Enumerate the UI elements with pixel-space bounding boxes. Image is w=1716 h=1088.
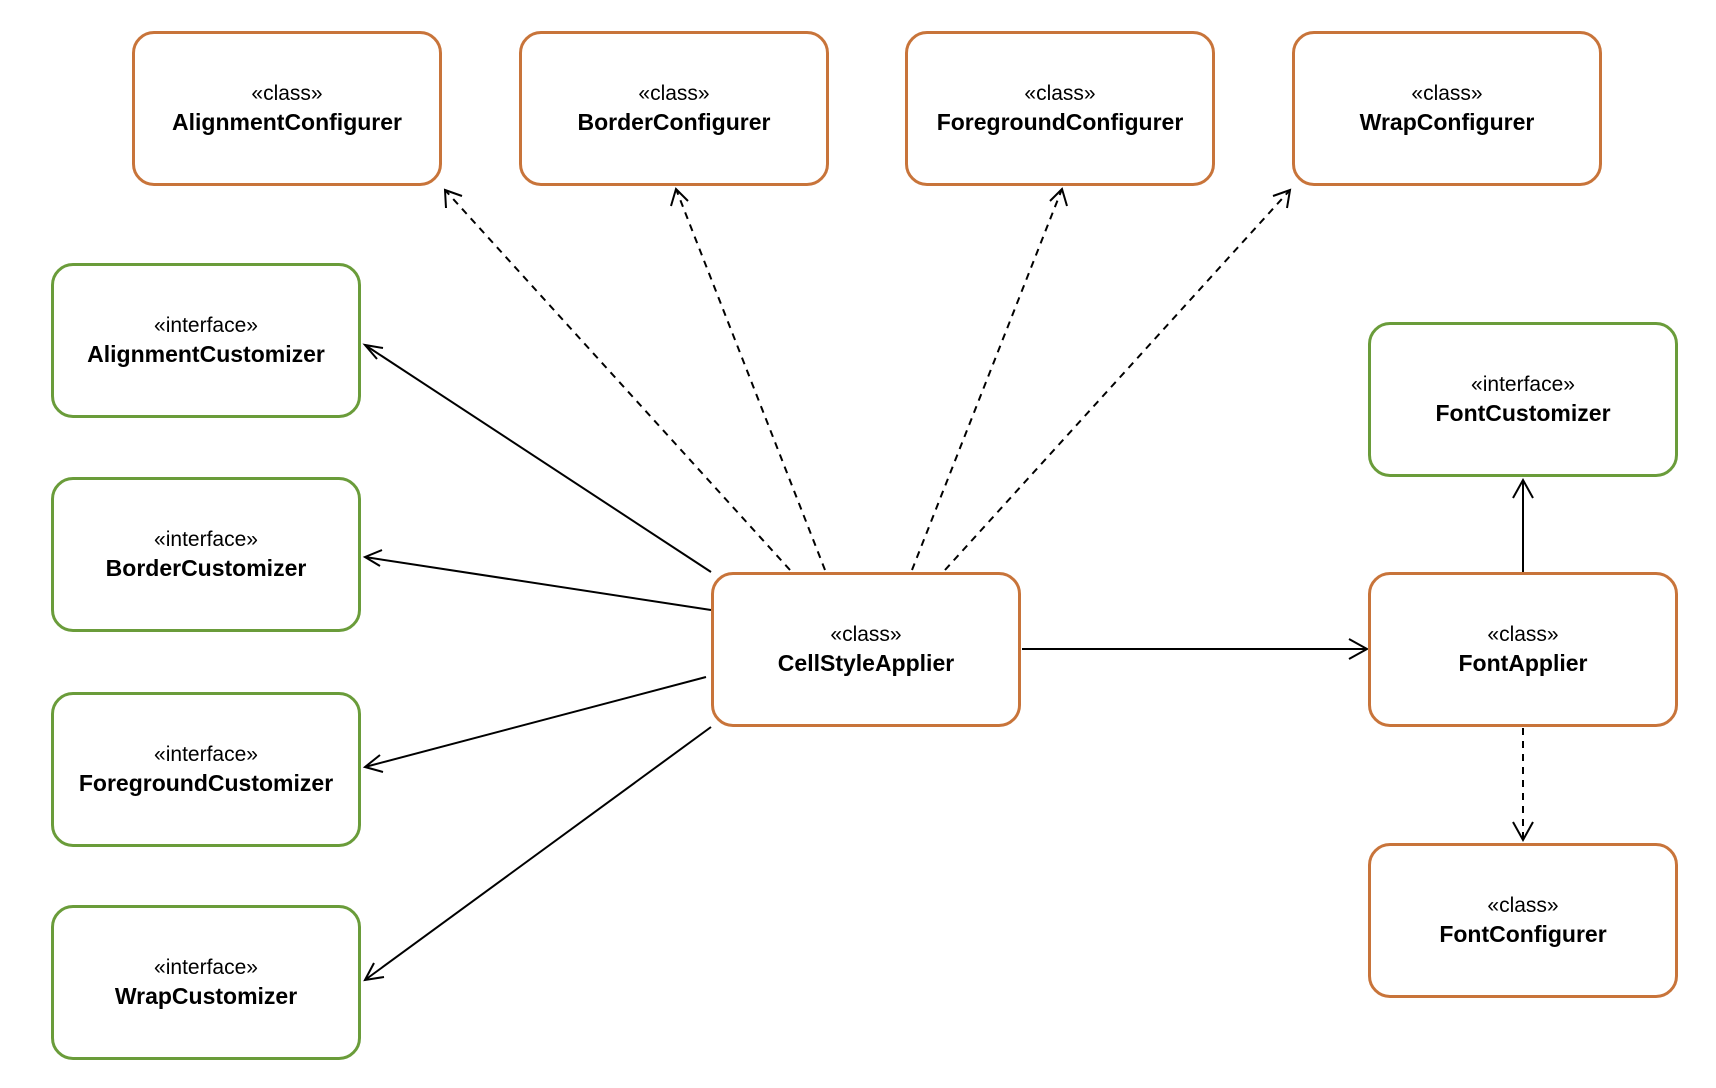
interface-alignment-customizer[interactable]: «interface» AlignmentCustomizer: [51, 263, 361, 418]
class-name: WrapConfigurer: [1359, 109, 1535, 135]
stereotype-label: «interface»: [1471, 373, 1575, 396]
interface-name: AlignmentCustomizer: [87, 341, 325, 367]
arrowhead-font-customizer: [1512, 477, 1534, 499]
stereotype-label: «class»: [1024, 82, 1096, 105]
arrowhead-wrap-customizer: [363, 962, 385, 982]
arrowhead-border-configurer: [670, 187, 689, 207]
stereotype-label: «class»: [251, 82, 323, 105]
stereotype-label: «interface»: [154, 743, 258, 766]
arrowhead-alignment-customizer: [362, 343, 384, 360]
interface-name: WrapCustomizer: [114, 983, 298, 1009]
class-wrap-configurer[interactable]: «class» WrapConfigurer: [1292, 31, 1602, 186]
stereotype-label: «interface»: [154, 314, 258, 337]
class-name: FontApplier: [1458, 650, 1588, 676]
stereotype-label: «class»: [1487, 623, 1559, 646]
stereotype-label: «class»: [1411, 82, 1483, 105]
interface-font-customizer[interactable]: «interface» FontCustomizer: [1368, 322, 1678, 477]
edge-to-wrap-configurer: [944, 189, 1291, 571]
interface-foreground-customizer[interactable]: «interface» ForegroundCustomizer: [51, 692, 361, 847]
class-name: CellStyleApplier: [777, 650, 955, 676]
stereotype-label: «class»: [830, 623, 902, 646]
edge-to-foreground-configurer: [911, 188, 1063, 571]
class-foreground-configurer[interactable]: «class» ForegroundConfigurer: [905, 31, 1215, 186]
class-border-configurer[interactable]: «class» BorderConfigurer: [519, 31, 829, 186]
arrowhead-wrap-configurer: [1272, 188, 1292, 209]
arrowhead-font-configurer: [1512, 821, 1534, 843]
interface-name: BorderCustomizer: [105, 555, 307, 581]
interface-border-customizer[interactable]: «interface» BorderCustomizer: [51, 477, 361, 632]
class-alignment-configurer[interactable]: «class» AlignmentConfigurer: [132, 31, 442, 186]
stereotype-label: «interface»: [154, 528, 258, 551]
stereotype-label: «class»: [1487, 894, 1559, 917]
class-name: FontConfigurer: [1439, 921, 1607, 947]
edge-to-alignment-configurer: [444, 189, 791, 571]
stereotype-label: «interface»: [154, 956, 258, 979]
arrowhead-foreground-configurer: [1049, 187, 1068, 207]
class-name: AlignmentConfigurer: [172, 109, 402, 135]
edge-to-wrap-customizer: [364, 726, 712, 981]
class-name: ForegroundConfigurer: [936, 109, 1184, 135]
class-name: BorderConfigurer: [577, 109, 771, 135]
arrowhead-border-customizer: [362, 549, 383, 567]
class-font-applier[interactable]: «class» FontApplier: [1368, 572, 1678, 727]
arrowhead-foreground-customizer: [362, 754, 384, 773]
stereotype-label: «class»: [638, 82, 710, 105]
class-cell-style-applier[interactable]: «class» CellStyleApplier: [711, 572, 1021, 727]
interface-name: ForegroundCustomizer: [78, 770, 334, 796]
edge-to-border-customizer: [364, 556, 712, 611]
interface-wrap-customizer[interactable]: «interface» WrapCustomizer: [51, 905, 361, 1060]
arrowhead-font-applier: [1348, 638, 1370, 660]
interface-name: FontCustomizer: [1435, 400, 1611, 426]
arrowhead-alignment-configurer: [443, 188, 463, 209]
edge-to-alignment-customizer: [364, 344, 712, 573]
class-font-configurer[interactable]: «class» FontConfigurer: [1368, 843, 1678, 998]
edge-to-foreground-customizer: [364, 676, 707, 768]
edge-to-border-configurer: [675, 188, 826, 571]
